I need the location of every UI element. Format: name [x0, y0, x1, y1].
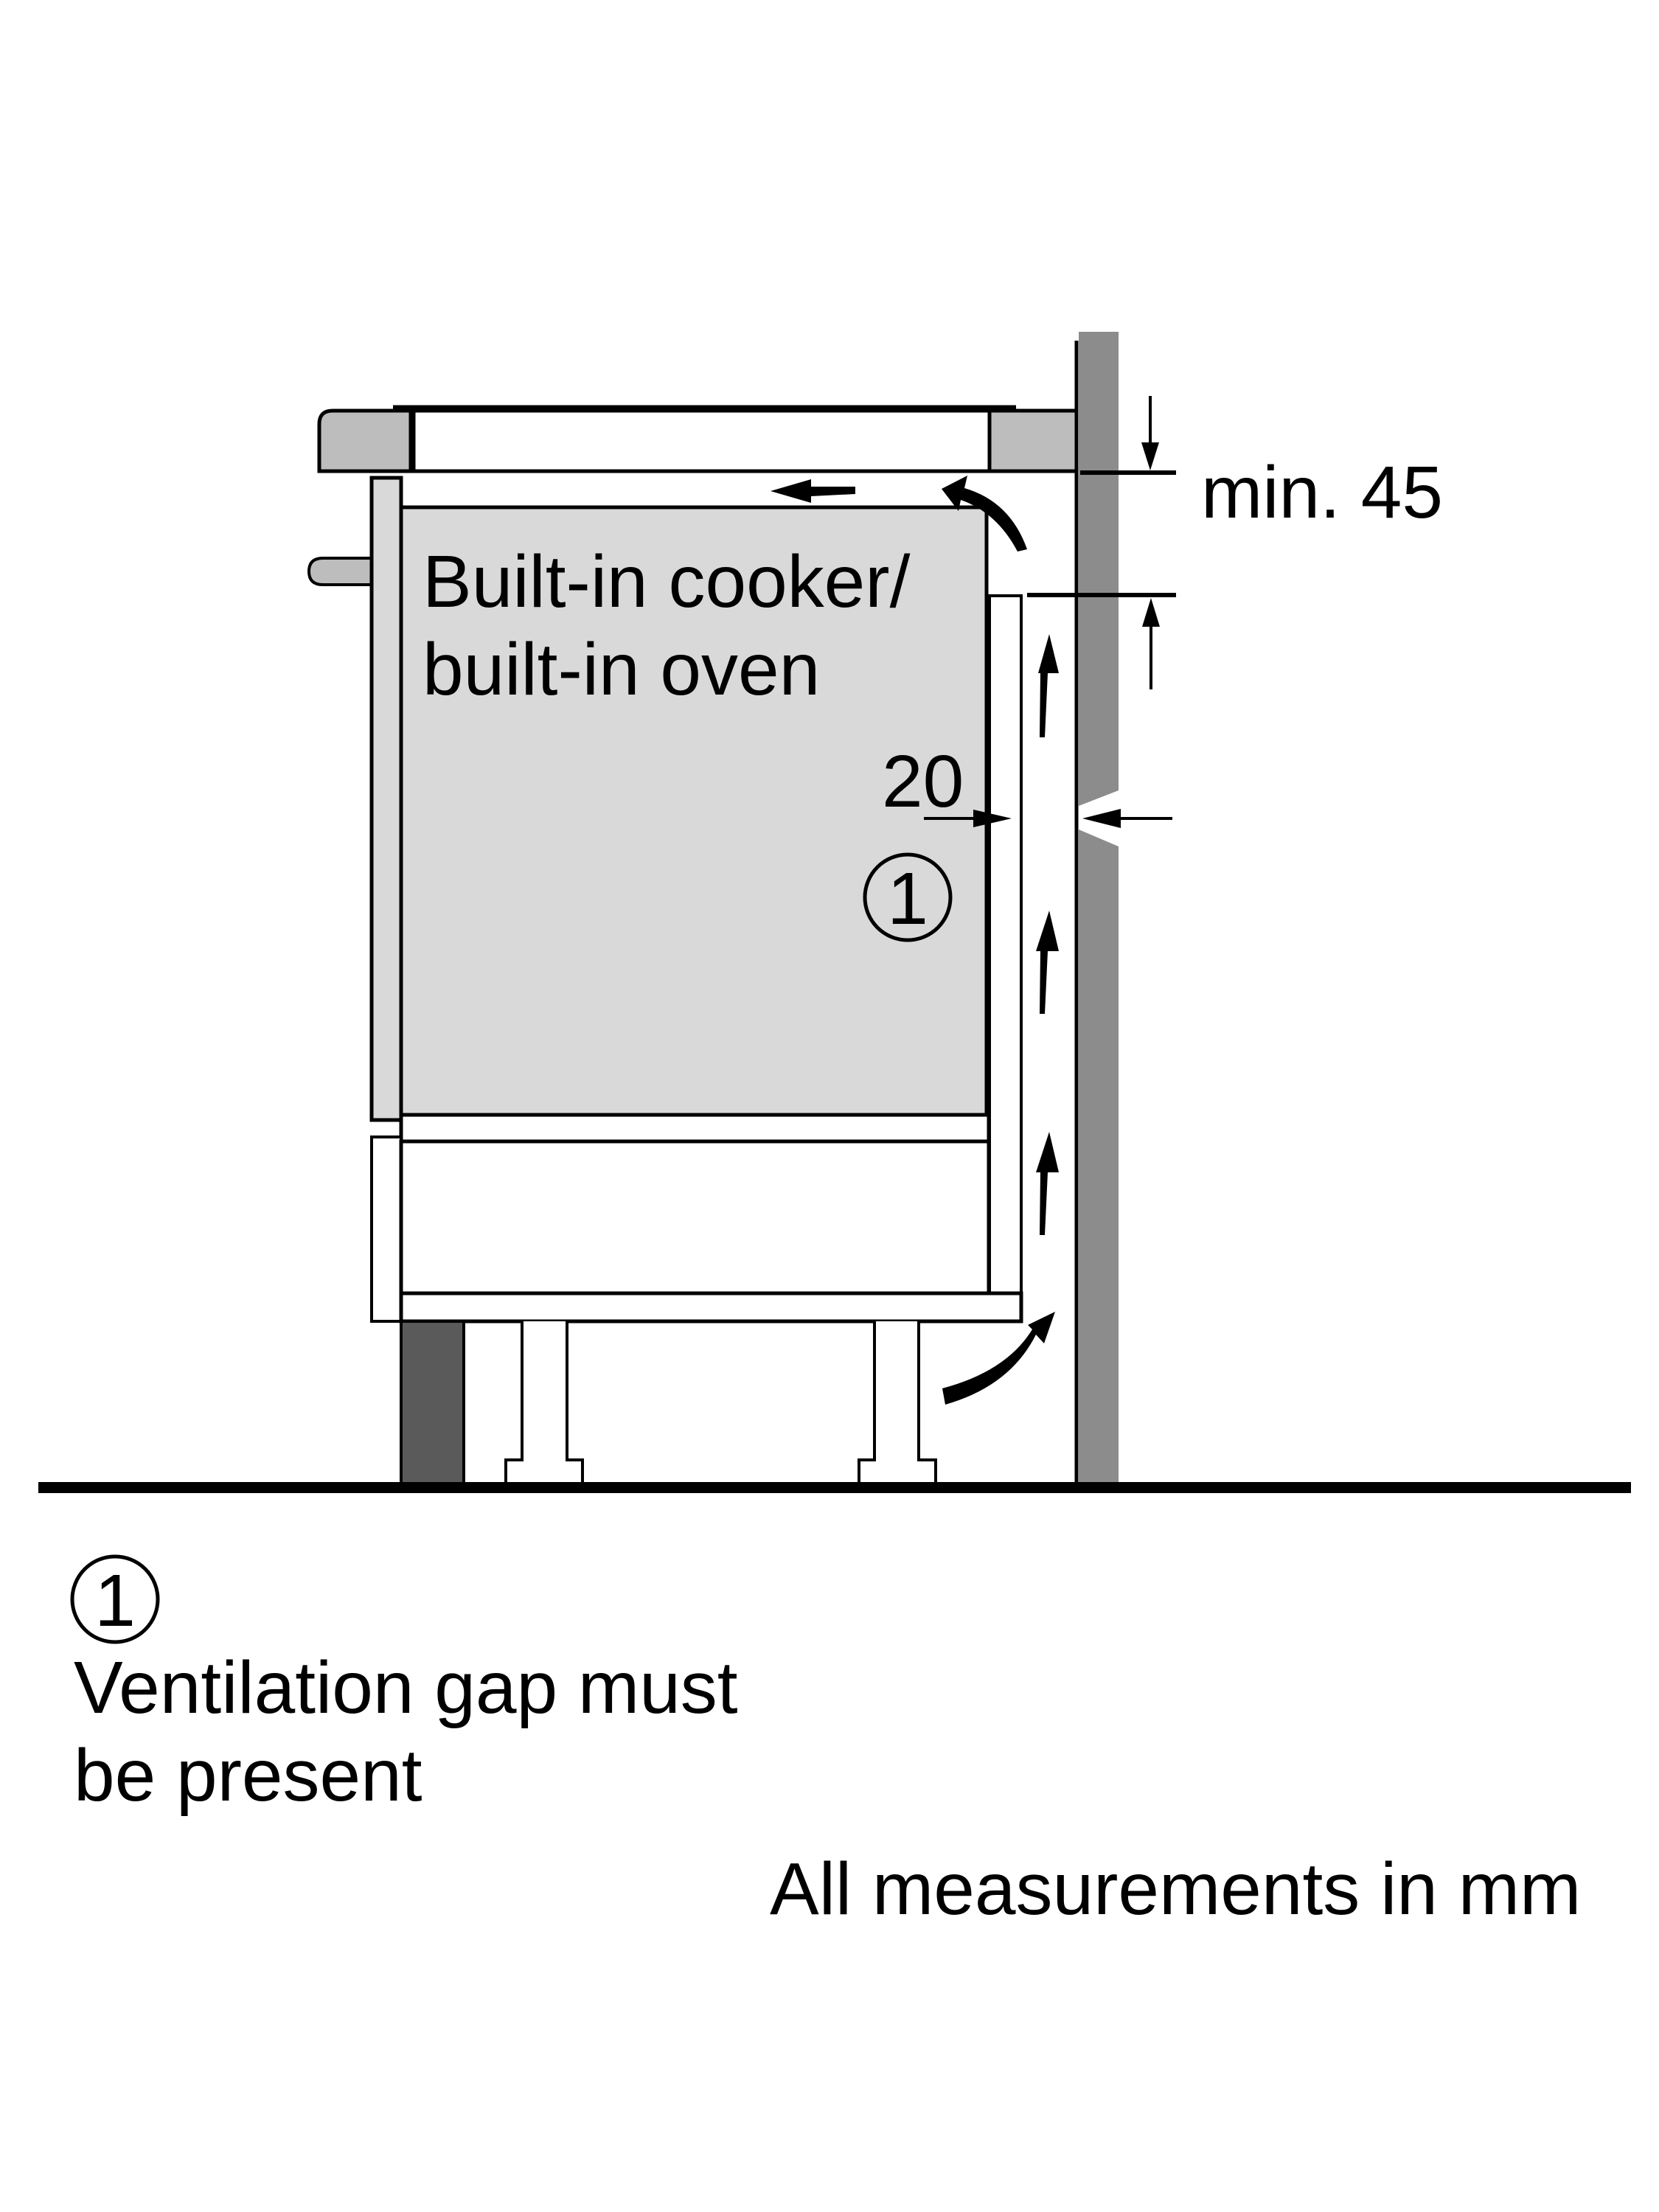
- plinth: [400, 1320, 465, 1489]
- airflow-arrow-curve-top: [942, 476, 1027, 552]
- cabinet-leg-right: [858, 1321, 937, 1489]
- worktop-right: [987, 408, 1079, 473]
- appliance-label-line2: built-in oven: [422, 628, 820, 711]
- floor-line: [38, 1482, 1631, 1493]
- oven-door-panel: [369, 476, 403, 1122]
- units-note: All measurements in mm: [770, 1848, 1581, 1930]
- legend-text-line2: be present: [74, 1734, 422, 1817]
- oven-bottom-strip: [399, 1113, 991, 1144]
- drawer-front-panel: [370, 1135, 403, 1323]
- airflow-arrow-left: [771, 479, 855, 503]
- side-wall: [1079, 332, 1119, 1488]
- cabinet-leg-left: [504, 1321, 584, 1489]
- oven-body: [399, 505, 989, 1117]
- legend-marker-number: 1: [94, 1559, 136, 1642]
- worktop-left: [317, 408, 413, 473]
- dimension-side-gap: [924, 790, 1172, 846]
- cabinet-side-panel: [988, 594, 1023, 1295]
- airflow-arrows: [771, 476, 1059, 1405]
- appliance-label-line1: Built-in cooker/: [422, 540, 911, 623]
- callout-marker-number: 1: [887, 858, 928, 940]
- dimension-side-gap-label: 20: [882, 740, 964, 823]
- airflow-arrow-up-1: [1038, 634, 1059, 737]
- dimension-worktop-gap-label: min. 45: [1201, 451, 1443, 534]
- cabinet-base: [399, 1291, 1023, 1324]
- drawer-body: [399, 1139, 991, 1295]
- control-knob: [307, 557, 372, 586]
- airflow-arrow-up-3: [1036, 1132, 1059, 1235]
- callout-marker-circle: [863, 852, 953, 942]
- dimension-worktop-gap: [1027, 396, 1176, 689]
- legend-marker-circle: [70, 1554, 160, 1644]
- hob-body: [411, 408, 992, 473]
- legend-text-line1: Ventilation gap must: [74, 1646, 738, 1729]
- airflow-arrow-up-2: [1036, 911, 1059, 1014]
- airflow-arrow-curve-bottom: [942, 1312, 1055, 1405]
